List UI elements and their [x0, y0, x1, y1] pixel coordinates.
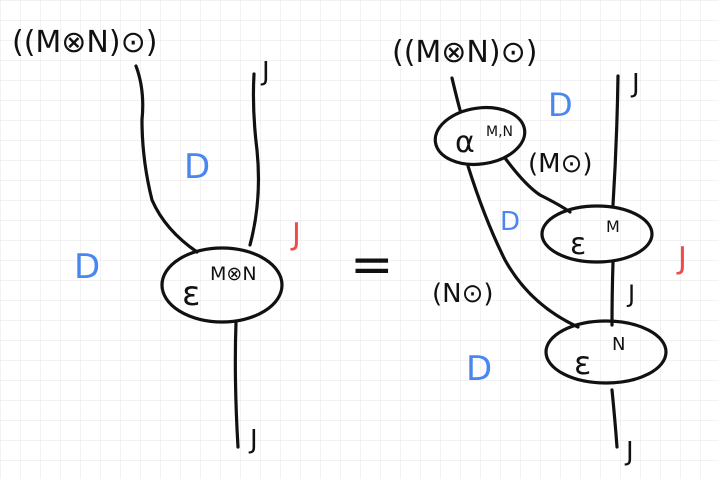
epsilon-n-sup: N — [612, 334, 625, 355]
alpha-node — [433, 105, 527, 167]
right-j-wire-top — [611, 74, 620, 207]
alpha-label: α — [455, 125, 475, 160]
left-diagram: ((M⊗N)⊙) J D D J ε M⊗N J — [12, 25, 301, 455]
epsilon-n-label: ε — [574, 344, 591, 382]
left-outer-region-label: D — [74, 247, 100, 287]
epsilon-m-label: ε — [570, 227, 586, 262]
right-input-label: ((M⊗N)⊙) — [392, 35, 537, 70]
m-wire — [503, 156, 572, 214]
left-epsilon-sup: M⊗N — [210, 263, 257, 285]
left-input-wire — [134, 64, 199, 254]
left-input-label: ((M⊗N)⊙) — [12, 25, 157, 60]
right-output-label: J — [624, 437, 634, 467]
n-wire — [466, 164, 580, 329]
equals-sign: = — [350, 235, 394, 295]
left-output-wire — [233, 320, 240, 449]
right-middle-j-label: J — [626, 280, 635, 308]
left-j-input-label: J — [260, 57, 270, 87]
left-output-label: J — [248, 425, 258, 455]
left-j-wire — [248, 72, 261, 247]
right-bottom-region-label: D — [466, 349, 492, 389]
right-top-region-label: D — [548, 86, 573, 124]
right-j-wire-middle — [610, 260, 615, 327]
epsilon-m-sup: M — [606, 217, 620, 236]
left-epsilon-node — [160, 246, 284, 324]
epsilon-m-node — [540, 204, 654, 264]
m-wire-label: (M⊙) — [528, 149, 593, 179]
epsilon-n-node — [544, 319, 668, 385]
n-wire-label: (N⊙) — [432, 279, 494, 309]
left-j-region-label: J — [290, 217, 301, 252]
right-diagram: ((M⊗N)⊙) J D α M,N (M⊙) D ε M J J (N⊙) D… — [392, 35, 687, 467]
left-epsilon-label: ε — [182, 274, 200, 314]
right-input-wire — [450, 76, 462, 112]
alpha-sup: M,N — [486, 124, 513, 140]
right-middle-region-label: D — [500, 207, 520, 237]
right-j-input-label: J — [630, 69, 640, 99]
left-inner-region-label: D — [184, 147, 210, 187]
right-j-region-label: J — [676, 241, 687, 276]
right-output-wire — [610, 388, 619, 449]
